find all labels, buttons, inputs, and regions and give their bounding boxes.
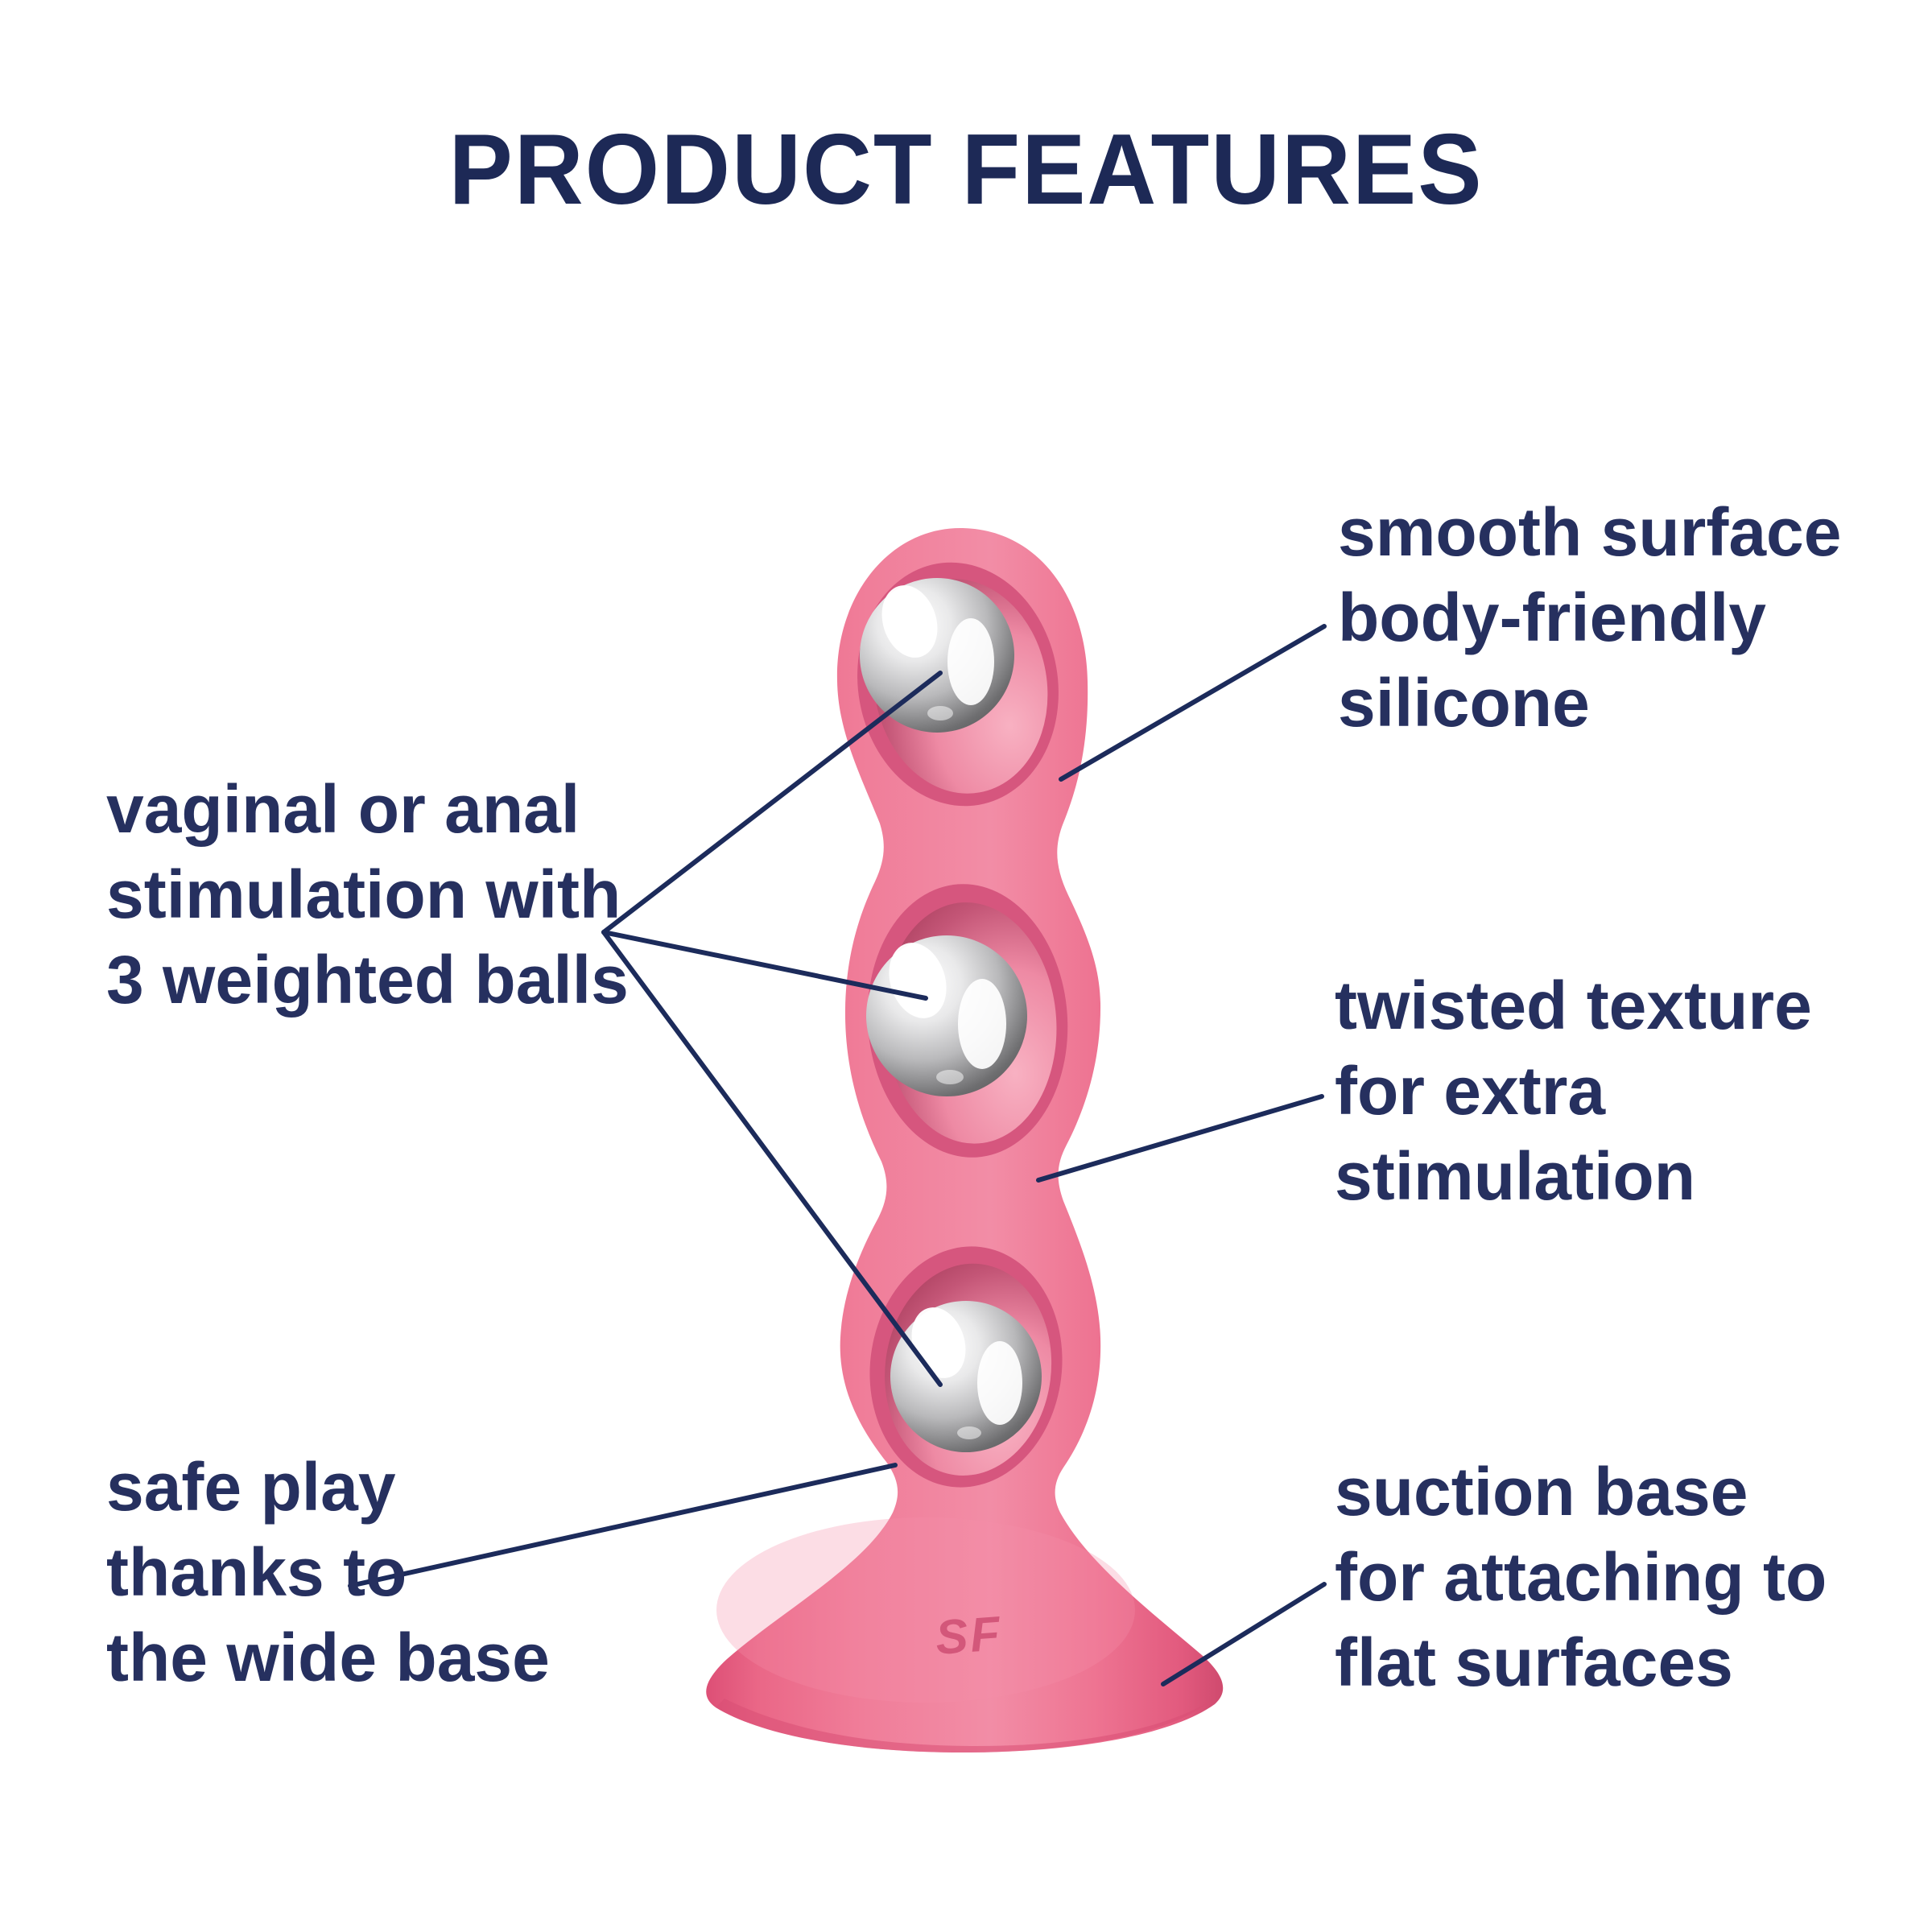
base-sheen: [716, 1517, 1135, 1703]
annotation-smooth-surface: smooth surface body-friendly silicone: [1338, 489, 1842, 745]
annotation-line: vaginal or anal: [106, 771, 580, 847]
annotation-line: smooth surface: [1338, 494, 1842, 570]
annotation-suction-base: suction base for attaching to flat surfa…: [1335, 1449, 1827, 1705]
annotation-safe-play: safe play thanks to the wide base: [106, 1444, 550, 1700]
annotation-twisted-texture: twisted texture for extra stimulation: [1335, 963, 1812, 1219]
annotation-line: body-friendly: [1338, 580, 1767, 655]
weighted-ball-3: [890, 1301, 1042, 1452]
brand-logo: SF: [934, 1606, 1004, 1665]
annotation-line: stimulation: [1335, 1138, 1696, 1214]
leader-line-safe-play: [348, 1463, 898, 1588]
leader-line-smooth-surface: [1059, 624, 1327, 782]
page-title: PRODUCT FEATURES: [448, 114, 1484, 225]
annotation-line: the wide base: [106, 1620, 550, 1695]
annotation-line: 3 weighted balls: [106, 942, 629, 1018]
annotation-line: suction base: [1335, 1454, 1748, 1530]
leader-line-weighted-balls-top: [601, 671, 943, 935]
weighted-ball-1: [860, 578, 1014, 733]
annotation-weighted-balls: vaginal or anal stimulation with 3 weigh…: [106, 766, 629, 1022]
annotation-line: safe play: [106, 1449, 396, 1525]
weighted-ball-2: [866, 935, 1027, 1096]
annotation-line: silicone: [1338, 665, 1590, 741]
annotation-line: twisted texture: [1335, 968, 1812, 1043]
leader-line-weighted-balls-bottom: [601, 930, 943, 1387]
annotation-line: thanks to: [106, 1534, 407, 1610]
leader-line-suction-base: [1161, 1582, 1327, 1686]
annotation-line: stimulation with: [106, 857, 621, 932]
annotation-line: for attaching to: [1335, 1539, 1827, 1615]
annotation-line: flat surfaces: [1335, 1624, 1733, 1700]
annotation-line: for extra: [1335, 1053, 1606, 1129]
leader-line-twisted-texture: [1036, 1094, 1324, 1183]
leader-line-weighted-balls-middle: [601, 930, 928, 1001]
base-front-lip: [716, 1699, 1212, 1753]
